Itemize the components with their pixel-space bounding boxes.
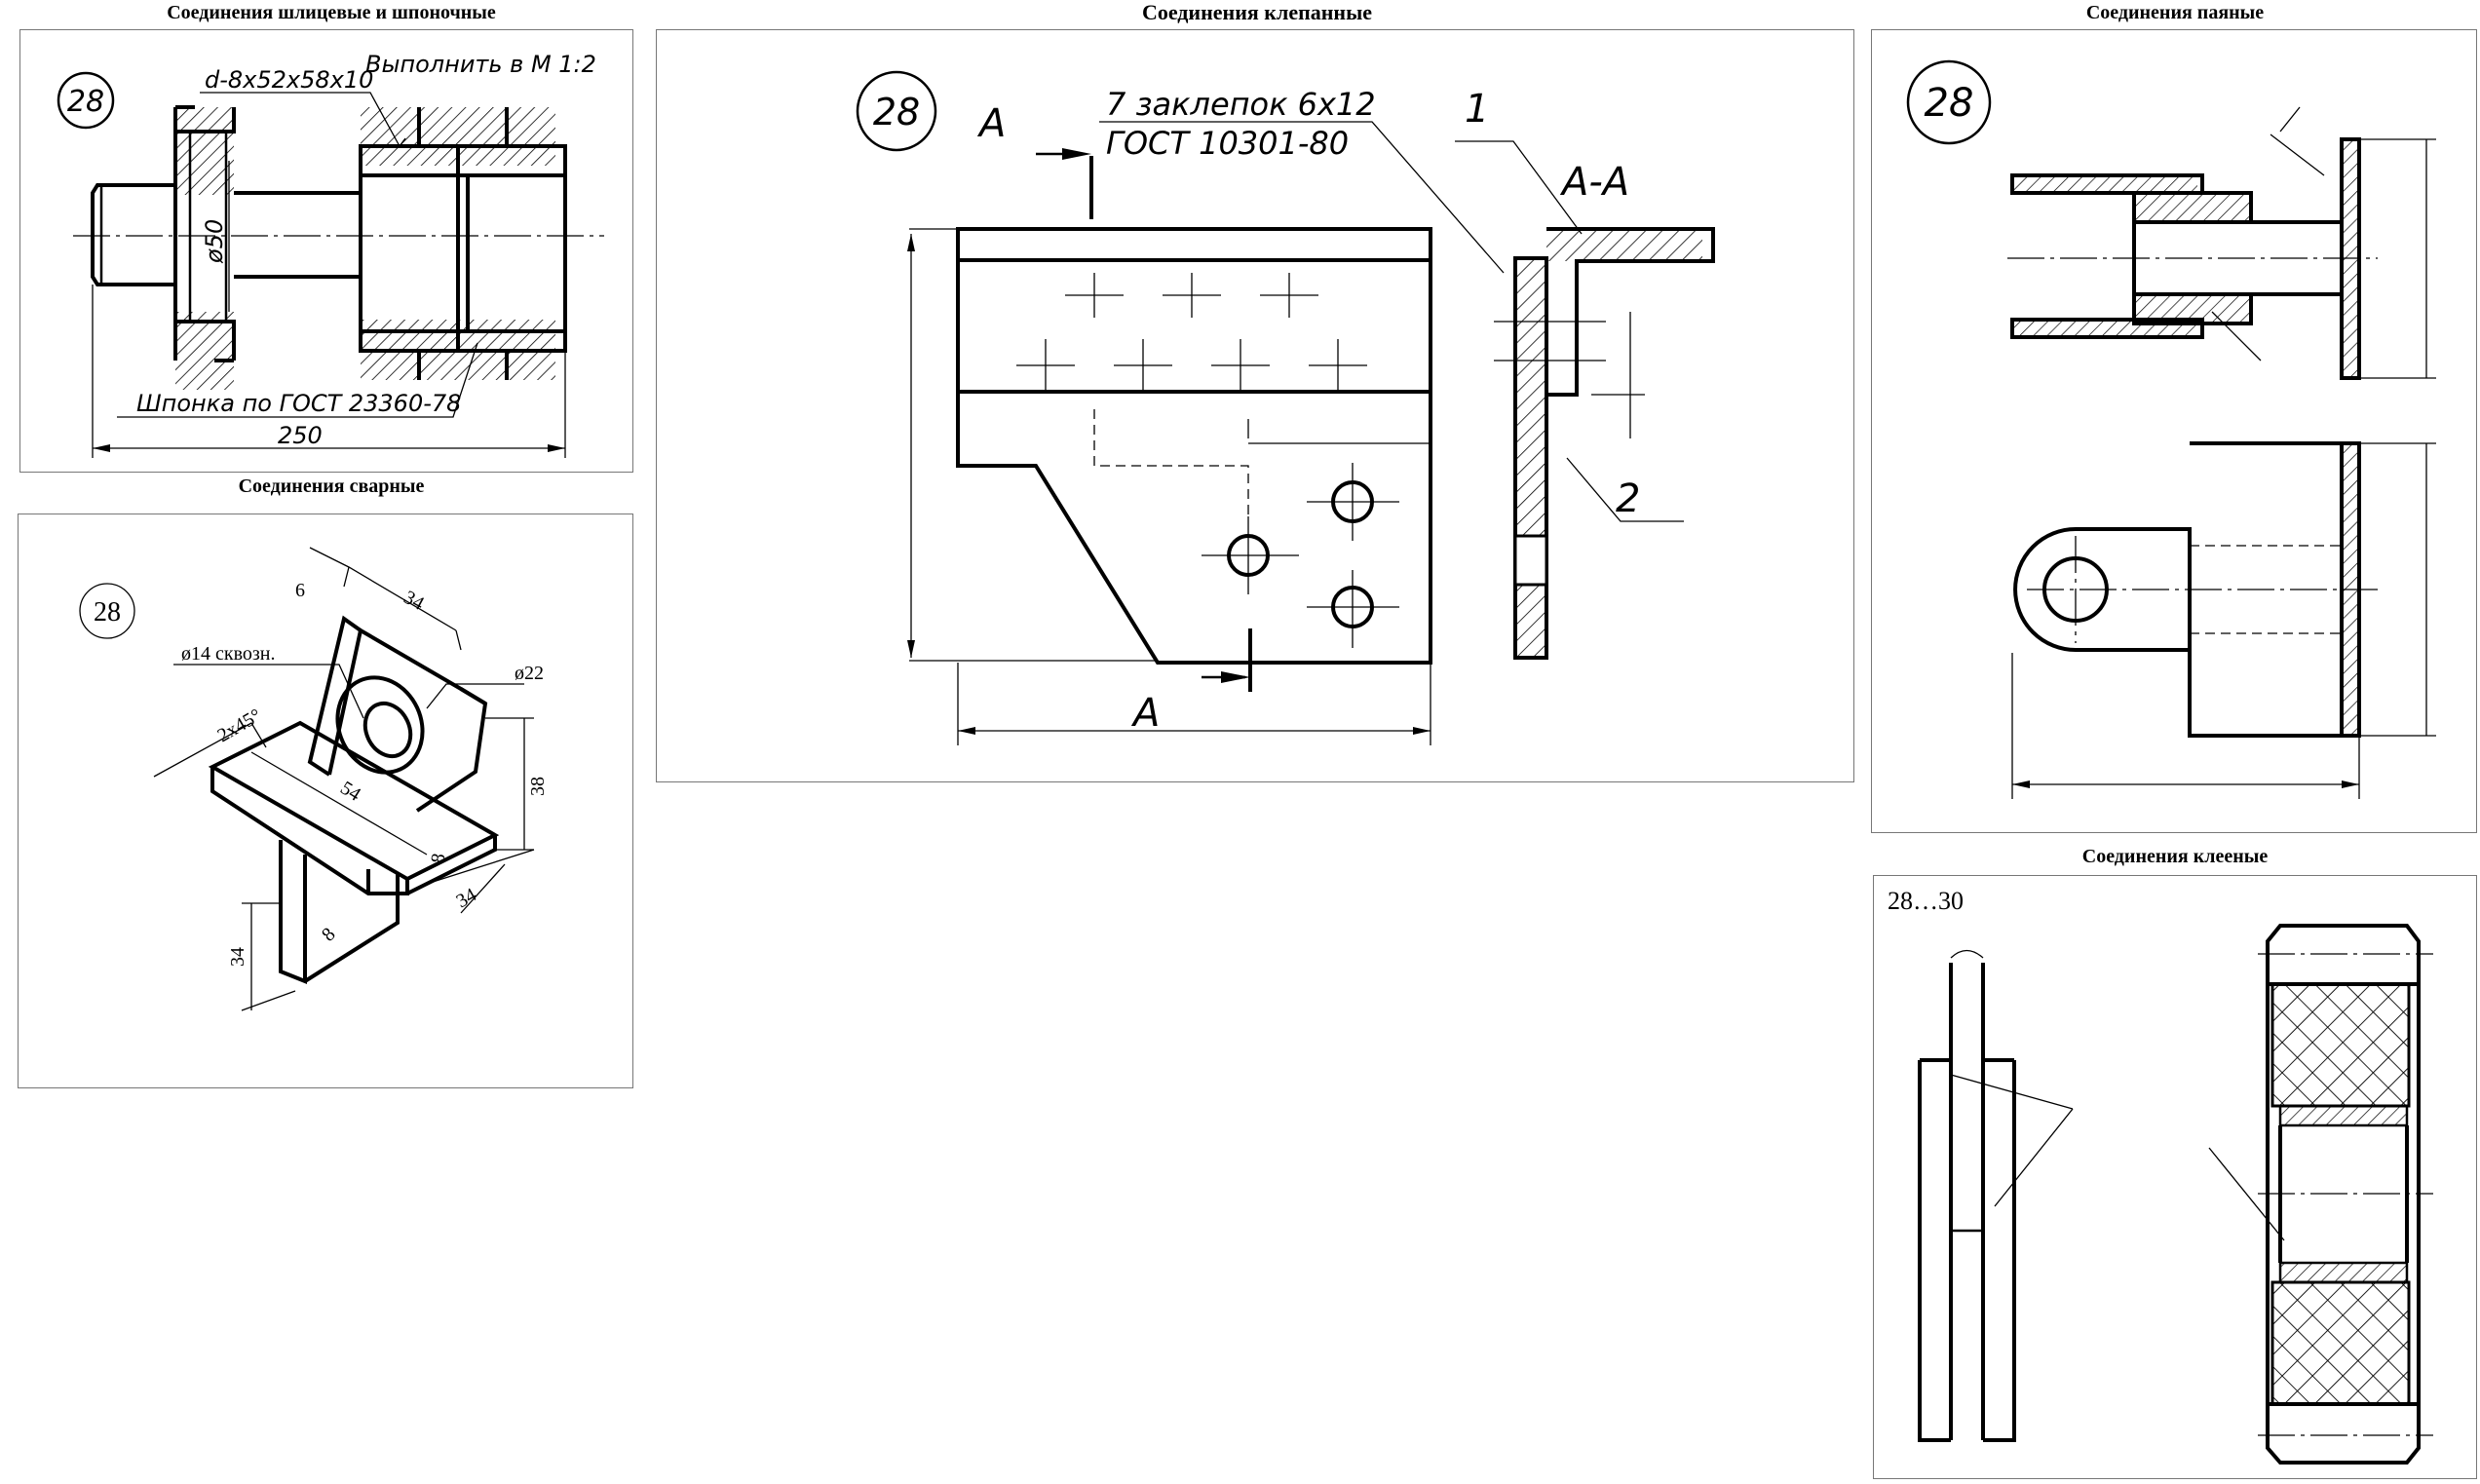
- riveted-drawing: 28 A A 7 заклепок 6x12 ГОСТ 10301-80 1 A…: [856, 70, 1715, 745]
- number-circle: [1906, 59, 1992, 145]
- dim-38: 38: [527, 777, 549, 796]
- dim-8b: 8: [318, 924, 340, 946]
- number-circle: [57, 71, 115, 130]
- position-1: 1: [1465, 87, 1489, 132]
- length-dimension: 250: [278, 422, 323, 449]
- key-note: Шпонка по ГОСТ 23360-78: [136, 390, 461, 417]
- number-label: 28…30: [1888, 887, 1964, 915]
- dim-54: 54: [336, 778, 364, 806]
- soldered-panel: [1871, 29, 2477, 833]
- number-circle: [79, 583, 135, 639]
- welded-section-title: Соединения сварные: [238, 476, 425, 497]
- section-aa-label: A-A: [1559, 160, 1629, 205]
- glued-panel: [1873, 875, 2477, 1479]
- dia-22: ø22: [515, 663, 544, 684]
- welded-panel: [18, 514, 633, 1088]
- riveted-panel: [656, 29, 1854, 782]
- glued-drawing: 28…30: [1888, 887, 2433, 1465]
- riveted-section-title: Соединения клепанные: [1141, 0, 1373, 24]
- section-label-bottom: A: [1130, 691, 1160, 736]
- soldered-section-title: Соединения паяные: [2085, 2, 2265, 23]
- chamfer-note: 2x45°: [214, 704, 266, 746]
- rivets-note: 7 заклепок 6x12: [1106, 86, 1376, 123]
- diameter-dimension: ø50: [201, 219, 228, 264]
- position-2: 2: [1616, 476, 1640, 521]
- section-label-top: A: [976, 101, 1006, 146]
- dim-6: 6: [295, 580, 305, 601]
- soldered-drawing: 28: [1906, 59, 2436, 799]
- spline-drawing: 28 250 ø50 d-8x52x58x10 Выполнить в М 1:…: [57, 51, 604, 458]
- dim-34-side: 34: [453, 884, 480, 912]
- number-label: 28: [94, 597, 121, 628]
- spline-spec: d-8x52x58x10: [205, 66, 373, 94]
- dim-8a: 8: [427, 852, 449, 865]
- dim-34-leg: 34: [227, 947, 248, 967]
- number-label: 28: [1925, 81, 1974, 126]
- hole-note: ø14 сквозн.: [181, 643, 276, 665]
- number-label: 28: [67, 85, 104, 119]
- welded-drawing: 28 6 34 ø14 сквозн. ø22 2x45° 54 38 8 34…: [79, 547, 549, 1011]
- spline-section-title: Соединения шлицевые и шпоночные: [167, 2, 496, 23]
- spline-panel: [19, 29, 633, 473]
- number-circle: [856, 70, 937, 152]
- glued-section-title: Соединения клееные: [2081, 846, 2269, 867]
- number-label: 28: [873, 91, 920, 133]
- standard-note: ГОСТ 10301-80: [1106, 125, 1349, 162]
- scale-note: Выполнить в М 1:2: [365, 51, 596, 78]
